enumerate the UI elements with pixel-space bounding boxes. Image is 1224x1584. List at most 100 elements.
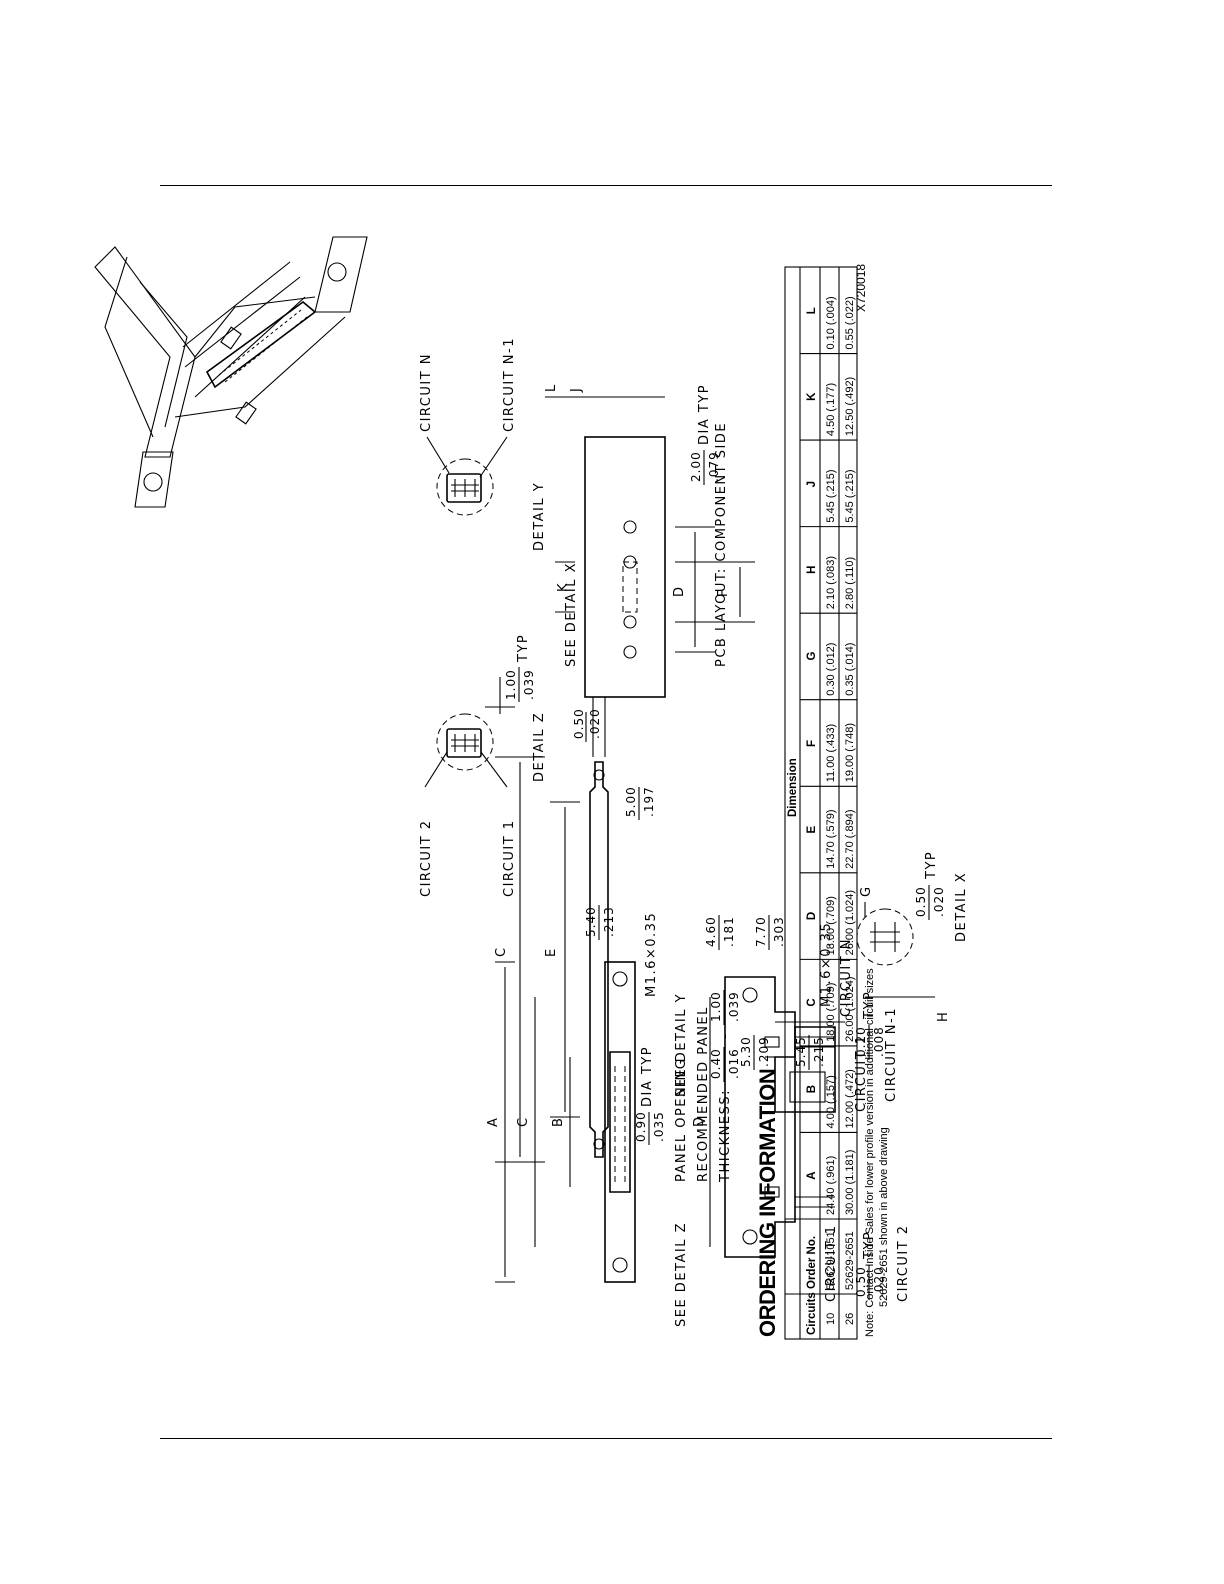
dim-letter-d-bottom: D <box>692 1115 707 1127</box>
dim-letter-f: F <box>716 588 731 597</box>
cell-dim-h: 2.10 (.083) <box>825 556 837 609</box>
dim-letter-b: B <box>551 1117 566 1127</box>
svg-text:0.50: 0.50 <box>914 886 928 917</box>
detail-x: G H 0.50 .020 TYP DETAIL X <box>856 851 969 1022</box>
label-circuit-1-bottom: CIRCUIT 1 <box>824 1224 839 1302</box>
svg-text:.039: .039 <box>727 991 741 1022</box>
label-circuit-n-1-bottom: CIRCUIT N-1 <box>884 1007 899 1102</box>
cell-dim-b: 12.00 (.472) <box>844 1069 856 1128</box>
col-order-no: Order No. <box>806 1236 818 1289</box>
svg-text:.215: .215 <box>812 1036 826 1067</box>
cell-dim-e: 22.70 (.894) <box>844 809 856 868</box>
label-m16-bottom: M1.6×0.35 <box>819 922 834 1007</box>
dim-letter-g: G <box>859 885 874 897</box>
dim-letter-k: K <box>556 582 571 592</box>
cell-dim-j: 5.45 (.215) <box>825 469 837 522</box>
svg-text:.303: .303 <box>772 916 786 947</box>
cell-dim-l: 0.55 (.022) <box>844 296 856 349</box>
svg-text:.209: .209 <box>757 1036 771 1067</box>
rotated-drawing-sheet: CIRCUIT N CIRCUIT N-1 DETAIL Y CIRCUIT 2… <box>75 227 969 1357</box>
cell-dim-a: 30.00 (1.181) <box>844 1150 856 1215</box>
detail-z: CIRCUIT 2 CIRCUIT 1 DETAIL Z 1.00 .039 T… <box>419 634 547 897</box>
column-dividers <box>800 352 857 1134</box>
svg-text:TYP: TYP <box>924 851 939 880</box>
label-see-detail-z: SEE DETAIL Z <box>674 1222 689 1327</box>
label-see-detail-y: SEE DETAIL Y <box>674 993 689 1097</box>
cell-dim-f: 11.00 (.433) <box>825 724 837 783</box>
panel-opening-drawing: C E 0.50 .020 5.00 .197 0.90 .035 DIA TY… <box>494 697 741 1183</box>
cell-dim-d: 18.00 (.709) <box>825 896 837 955</box>
label-circuit-n-bottom: CIRCUIT N <box>839 938 854 1017</box>
label-see-detail-x: SEE DETAIL X <box>564 562 579 667</box>
svg-text:.197: .197 <box>642 786 656 817</box>
label-recommended-panel: RECOMMENDED PANEL <box>696 1006 711 1182</box>
label-circuit-1: CIRCUIT 1 <box>502 819 517 897</box>
svg-text:5.30: 5.30 <box>739 1036 753 1067</box>
note-line-1: Note: Contact Inside Sales for lower pro… <box>864 968 876 1337</box>
cell-circuits: 10 <box>825 1313 837 1325</box>
svg-text:DIA TYP: DIA TYP <box>697 384 712 445</box>
svg-text:TYP: TYP <box>516 634 531 663</box>
note-line-2: 52629-2651 shown in above drawing <box>878 1127 890 1307</box>
dim-letter-e: E <box>544 947 559 957</box>
dimension-col-k: K <box>806 392 818 401</box>
dim-letter-c-panel: C <box>494 946 509 957</box>
label-panel-opening: PANEL OPENING <box>674 1058 689 1182</box>
svg-text:.181: .181 <box>722 916 736 947</box>
dimension-col-j: J <box>806 481 818 487</box>
pcb-layout-drawing: D F K J L SEE DETAIL X PCB LAYOUT: COMPO… <box>544 383 755 698</box>
dimension-col-d: D <box>806 912 818 920</box>
detail-y: CIRCUIT N CIRCUIT N-1 DETAIL Y <box>419 337 547 551</box>
front-view-drawing: A C B 5.40 .213 SEE DETAIL Z SEE DETAIL … <box>486 905 689 1327</box>
cell-dim-b: 4.00 (.157) <box>825 1075 837 1128</box>
dim-letter-h: H <box>936 1011 951 1022</box>
dim-letter-d-pcb: D <box>672 585 687 597</box>
svg-text:5.40: 5.40 <box>584 906 598 937</box>
ordering-table: Dimension Circuits Order No. ABCDEFGHJKL… <box>784 266 858 1340</box>
svg-text:5.00: 5.00 <box>624 786 638 817</box>
cell-dim-d: 26.00 (1.024) <box>844 890 856 955</box>
dimension-col-h: H <box>806 566 818 574</box>
svg-text:.039: .039 <box>522 669 536 700</box>
ordering-title: ORDERING INFORMATION <box>755 1069 780 1337</box>
label-circuit-1-side: CIRCUIT 1 <box>854 1034 869 1112</box>
top-rule <box>160 185 1052 186</box>
dimension-col-c: C <box>806 998 818 1006</box>
label-circuit-n-1: CIRCUIT N-1 <box>502 337 517 432</box>
svg-text:DIA TYP: DIA TYP <box>640 1046 655 1107</box>
svg-text:TYP: TYP <box>862 1231 877 1260</box>
cell-dim-f: 19.00 (.748) <box>844 723 856 782</box>
dim-1-00-z: 1.00 <box>504 669 518 700</box>
dimension-col-f: F <box>806 740 818 747</box>
label-detail-x: DETAIL X <box>954 872 969 942</box>
label-circuit-2-bottom: CIRCUIT 2 <box>896 1224 911 1302</box>
cell-dim-g: 0.35 (.014) <box>844 643 856 696</box>
connector-isometric-drawing <box>94 236 368 508</box>
cell-dim-c: 26.00 (1.024) <box>844 976 856 1041</box>
label-detail-y: DETAIL Y <box>532 482 547 551</box>
cell-order-no: 52629-1051 <box>825 1231 837 1290</box>
svg-text:.020: .020 <box>588 708 602 739</box>
cell-dim-k: 4.50 (.177) <box>825 383 837 436</box>
svg-text:.035: .035 <box>652 1111 666 1142</box>
svg-text:5.45: 5.45 <box>794 1036 808 1067</box>
dimension-col-b: B <box>806 1085 818 1093</box>
bottom-view-drawing: D 4.60 .181 7.70 .303 M1.6×0.35 CIRCUIT … <box>692 915 911 1302</box>
technical-drawing: CIRCUIT N CIRCUIT N-1 DETAIL Y CIRCUIT 2… <box>94 236 969 1340</box>
svg-text:.213: .213 <box>602 906 616 937</box>
svg-text:TYP: TYP <box>862 991 877 1020</box>
label-circuit-n: CIRCUIT N <box>419 353 434 432</box>
dim-letter-c-front: C <box>516 1116 531 1127</box>
cell-dim-j: 5.45 (.215) <box>844 469 856 522</box>
svg-text:.016: .016 <box>727 1048 741 1079</box>
side-view-drawing: 5.30 .209 5.45 .215 CIRCUIT 1 <box>739 1021 869 1113</box>
svg-text:0.50: 0.50 <box>572 708 586 739</box>
bottom-rule <box>160 1438 1052 1439</box>
cell-dim-g: 0.30 (.012) <box>825 643 837 696</box>
cell-dim-k: 12.50 (.492) <box>844 377 856 436</box>
svg-text:.079: .079 <box>707 451 721 482</box>
svg-text:2.00: 2.00 <box>689 451 703 482</box>
